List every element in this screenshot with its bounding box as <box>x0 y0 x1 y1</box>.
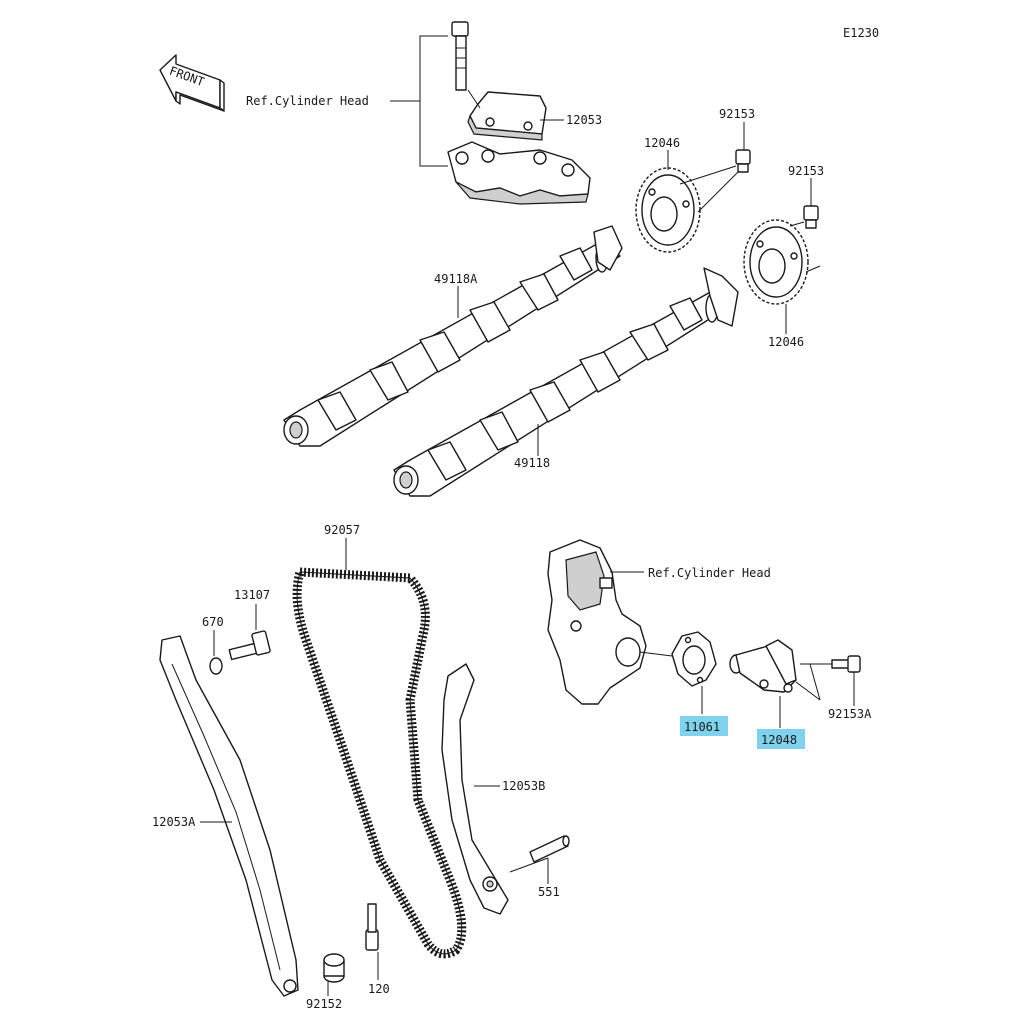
cam-holder-bolt <box>451 21 469 91</box>
part-label-12046-left: 12046 <box>644 136 680 150</box>
cam-chain-guide-cap-12053 <box>467 91 547 141</box>
part-label-12053A: 12053A <box>152 815 196 829</box>
part-label-12046-right: 12046 <box>768 335 804 349</box>
part-label-120: 120 <box>368 982 390 996</box>
camshaft-sprocket-left-12046 <box>635 167 701 253</box>
part-label-92057: 92057 <box>324 523 360 537</box>
part-label-12053: 12053 <box>566 113 602 127</box>
part-label-92152: 92152 <box>306 997 342 1011</box>
ref-cylinder-head-label-top: Ref.Cylinder Head <box>246 94 369 108</box>
ref-cylinder-head-label-right: Ref.Cylinder Head <box>648 566 771 580</box>
part-label-11061[interactable]: 11061 <box>684 720 720 734</box>
guide-bolt-13107 <box>228 630 271 661</box>
sprocket-bolt-left-92153 <box>735 149 751 173</box>
o-ring-670 <box>209 657 223 675</box>
chain-tensioner-guide-12053B <box>441 663 509 915</box>
cylinder-head-section <box>547 539 647 705</box>
camshaft-holder <box>447 141 591 205</box>
part-label-49118: 49118 <box>514 456 550 470</box>
tensioner-bolt-92153A <box>831 655 861 673</box>
part-label-92153-right: 92153 <box>788 164 824 178</box>
part-label-13107: 13107 <box>234 588 270 602</box>
pivot-pin-551 <box>529 835 570 863</box>
part-label-92153A: 92153A <box>828 707 872 721</box>
camshaft-sprocket-right-12046 <box>743 219 809 305</box>
front-arrow-icon: FRONT <box>159 54 225 112</box>
chain-guide-12053A <box>159 635 299 997</box>
part-label-551: 551 <box>538 885 560 899</box>
part-label-670: 670 <box>202 615 224 629</box>
part-label-12053B: 12053B <box>502 779 545 793</box>
cam-chain-92057 <box>292 567 467 959</box>
part-label-12048[interactable]: 12048 <box>761 733 797 747</box>
part-label-92153-left: 92153 <box>719 107 755 121</box>
collar-92152 <box>323 953 345 983</box>
sprocket-bolt-right-92153 <box>803 205 819 229</box>
guide-bolt-120 <box>365 903 379 951</box>
highlight-12048 <box>757 729 805 749</box>
part-label-49118A: 49118A <box>434 272 478 286</box>
camshaft-49118A <box>283 225 623 447</box>
tensioner-gasket-11061 <box>671 631 717 687</box>
cam-chain-tensioner-12048 <box>729 639 797 693</box>
diagram-code: E1230 <box>843 26 879 40</box>
highlight-11061 <box>680 716 728 736</box>
camshaft-49118 <box>393 267 739 497</box>
